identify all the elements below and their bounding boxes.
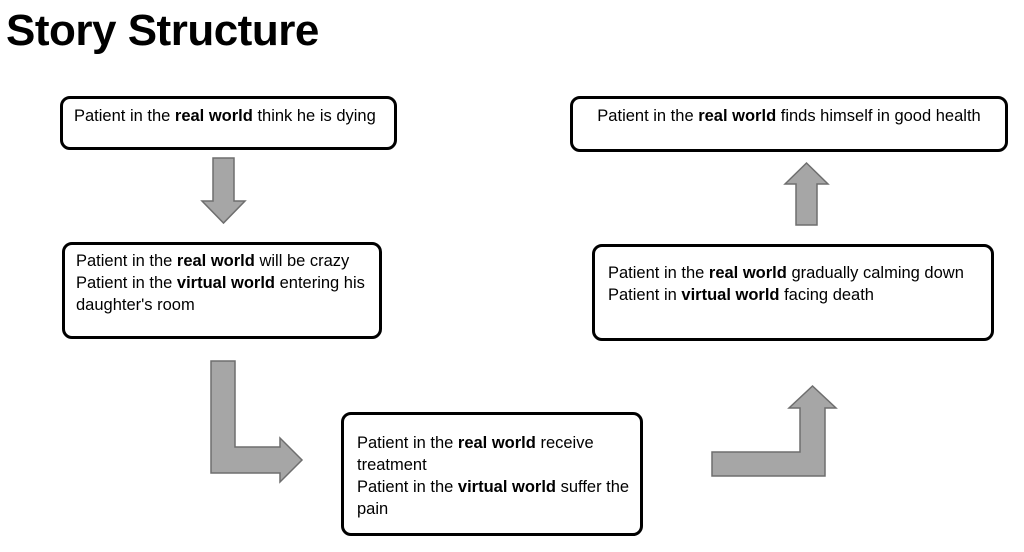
step-2-text-2: Patient in the virtual world entering hi… bbox=[76, 272, 371, 316]
arrow-up-4-to-5 bbox=[783, 161, 830, 226]
step-3-text-2: Patient in the virtual world suffer the … bbox=[357, 476, 630, 520]
step-box-5: Patient in the real world finds himself … bbox=[570, 96, 1008, 152]
arrow-elbow-down-right-shape bbox=[210, 360, 304, 484]
step-2-line-1-emphasis: real world bbox=[176, 252, 255, 270]
step-2-line-2-prefix: Patient in the bbox=[76, 274, 177, 292]
step-1-line-1-prefix: Patient in the bbox=[74, 107, 175, 125]
step-5-line-1-emphasis: real world bbox=[698, 107, 777, 125]
arrow-down-shape bbox=[200, 157, 247, 225]
step-4-text-1: Patient in the real world gradually calm… bbox=[608, 262, 981, 284]
step-3-line-2-suffix: suffer the pain bbox=[357, 478, 630, 518]
step-4-line-2-prefix: Patient in bbox=[608, 286, 682, 304]
step-box-1: Patient in the real world think he is dy… bbox=[60, 96, 397, 150]
step-box-3: Patient in the real world receive treatm… bbox=[341, 412, 643, 536]
step-1-text: Patient in the real world think he is dy… bbox=[74, 105, 384, 127]
step-1-line-1-suffix: think he is dying bbox=[252, 107, 376, 125]
step-5-text: Patient in the real world finds himself … bbox=[585, 105, 993, 127]
step-2-line-2-emphasis: virtual world bbox=[176, 274, 276, 292]
step-2-line-1-suffix: will be crazy bbox=[254, 252, 350, 270]
arrow-elbow-3-to-4 bbox=[711, 384, 838, 477]
step-4-line-1-suffix: gradually calming down bbox=[786, 264, 964, 282]
step-3-line-1-prefix: Patient in the bbox=[357, 434, 458, 452]
step-1-line-1-emphasis: real world bbox=[174, 107, 253, 125]
step-3-line-1-emphasis: real world bbox=[457, 434, 536, 452]
arrow-elbow-right-up-shape bbox=[711, 384, 838, 477]
arrow-elbow-2-to-3 bbox=[210, 360, 304, 484]
step-3-line-2-emphasis: virtual world bbox=[457, 478, 557, 496]
step-box-2: Patient in the real world will be crazy … bbox=[62, 242, 382, 339]
step-4-line-1-prefix: Patient in the bbox=[608, 264, 709, 282]
arrow-up-shape bbox=[783, 161, 830, 226]
step-box-4: Patient in the real world gradually calm… bbox=[592, 244, 994, 341]
step-2-text-1: Patient in the real world will be crazy bbox=[76, 250, 371, 272]
step-4-line-1-emphasis: real world bbox=[708, 264, 787, 282]
step-4-text-2: Patient in virtual world facing death bbox=[608, 284, 981, 306]
page-title: Story Structure bbox=[6, 6, 319, 55]
step-3-line-1-suffix: receive treatment bbox=[357, 434, 594, 474]
step-2-line-2-suffix: entering his daughter's room bbox=[76, 274, 365, 314]
step-3-line-2-prefix: Patient in the bbox=[357, 478, 458, 496]
step-4-line-2-emphasis: virtual world bbox=[681, 286, 780, 304]
step-2-line-1-prefix: Patient in the bbox=[76, 252, 177, 270]
step-5-line-1-prefix: Patient in the bbox=[597, 107, 699, 125]
step-4-line-2-suffix: facing death bbox=[779, 286, 874, 304]
step-5-line-1-suffix: finds himself in good health bbox=[776, 107, 981, 125]
step-3-text-1: Patient in the real world receive treatm… bbox=[357, 432, 630, 476]
arrow-down-1-to-2 bbox=[200, 157, 247, 225]
